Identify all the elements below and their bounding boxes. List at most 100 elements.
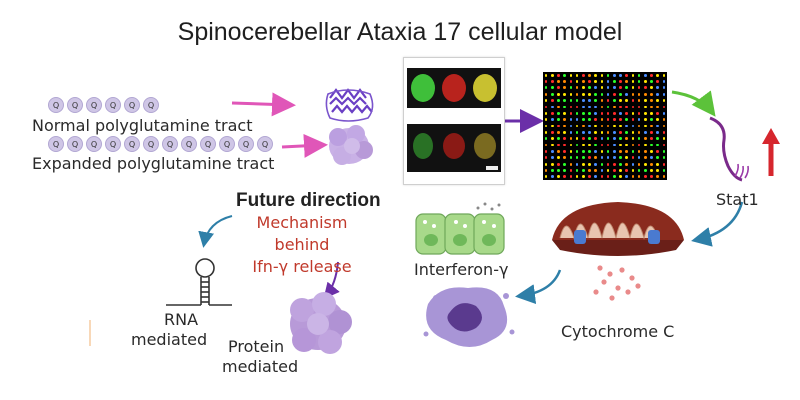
array-spot: [637, 156, 641, 160]
array-spot: [550, 118, 554, 122]
array-spot: [581, 86, 585, 90]
array-spot: [594, 150, 598, 153]
array-spot: [656, 169, 660, 172]
mechanism-text: Mechanism behind Ifn-γ release: [228, 212, 376, 278]
array-spot: [594, 99, 598, 102]
array-spot: [662, 143, 666, 147]
array-spot: [581, 130, 585, 134]
array-spot: [581, 105, 585, 109]
array-spot: [594, 80, 598, 83]
microarray-grid: [543, 72, 667, 180]
array-spot: [588, 73, 591, 77]
array-spot: [563, 73, 567, 77]
array-spot: [544, 156, 548, 160]
array-spot: [656, 118, 660, 122]
array-spot: [563, 137, 567, 141]
array-spot: [600, 137, 604, 141]
array-spot: [575, 80, 579, 83]
array-spot: [550, 80, 554, 83]
array-spot: [631, 105, 635, 109]
array-spot: [619, 175, 622, 179]
array-spot: [619, 130, 622, 134]
array-spot: [637, 124, 641, 128]
q-bead: Q: [105, 136, 121, 152]
array-spot: [550, 143, 554, 147]
array-spot: [656, 175, 660, 179]
array-spot: [662, 111, 666, 115]
array-spot: [650, 124, 653, 128]
array-spot: [557, 162, 560, 166]
array-spot: [550, 92, 554, 96]
array-spot: [637, 130, 641, 134]
array-spot: [650, 169, 653, 172]
array-spot: [631, 156, 635, 160]
array-spot: [619, 105, 622, 109]
mechanism-line1: Mechanism behind: [256, 213, 348, 254]
array-spot: [544, 162, 548, 166]
array-spot: [662, 169, 666, 172]
array-spot: [625, 150, 629, 153]
array-spot: [662, 130, 666, 134]
array-spot: [650, 143, 653, 147]
array-spot: [612, 118, 616, 122]
array-spot: [612, 156, 616, 160]
array-spot: [637, 73, 641, 77]
array-spot: [594, 124, 598, 128]
array-spot: [544, 111, 548, 115]
array-spot: [594, 143, 598, 147]
array-spot: [625, 73, 629, 77]
array-spot: [600, 175, 604, 179]
array-spot: [563, 150, 567, 153]
array-spot: [662, 124, 666, 128]
array-spot: [612, 124, 616, 128]
array-spot: [606, 156, 610, 160]
array-spot: [581, 175, 585, 179]
array-to-stat1-arrow: [671, 90, 716, 117]
array-spot: [619, 137, 622, 141]
q-bead: Q: [238, 136, 254, 152]
array-spot: [650, 118, 653, 122]
array-spot: [606, 86, 610, 90]
array-spot: [600, 86, 604, 90]
array-spot: [619, 99, 622, 102]
array-spot: [557, 92, 560, 96]
array-spot: [557, 137, 560, 141]
array-spot: [563, 156, 567, 160]
array-spot: [637, 86, 641, 90]
array-spot: [588, 105, 591, 109]
array-spot: [563, 86, 567, 90]
array-spot: [606, 118, 610, 122]
array-spot: [575, 105, 579, 109]
array-spot: [625, 143, 629, 147]
array-spot: [600, 99, 604, 102]
array-spot: [569, 118, 573, 122]
array-spot: [662, 175, 666, 179]
array-spot: [662, 156, 666, 160]
q-bead: Q: [257, 136, 273, 152]
array-spot: [656, 99, 660, 102]
array-spot: [612, 130, 616, 134]
array-spot: [575, 143, 579, 147]
array-spot: [581, 150, 585, 153]
array-spot: [557, 124, 560, 128]
array-spot: [563, 124, 567, 128]
array-spot: [588, 111, 591, 115]
array-spot: [650, 105, 653, 109]
array-spot: [581, 111, 585, 115]
immune-cell-icon: [423, 287, 515, 347]
array-spot: [631, 118, 635, 122]
array-spot: [557, 105, 560, 109]
array-spot: [575, 124, 579, 128]
array-spot: [600, 73, 604, 77]
array-spot: [625, 130, 629, 134]
future-to-rna-arrow: [198, 215, 233, 248]
array-spot: [588, 156, 591, 160]
array-spot: [544, 137, 548, 141]
q-bead: Q: [124, 136, 140, 152]
array-spot: [550, 150, 554, 153]
mechanism-line2: Ifn-γ release: [252, 257, 352, 276]
folded-protein-icon: [325, 88, 374, 122]
array-spot: [563, 111, 567, 115]
array-spot: [544, 118, 548, 122]
